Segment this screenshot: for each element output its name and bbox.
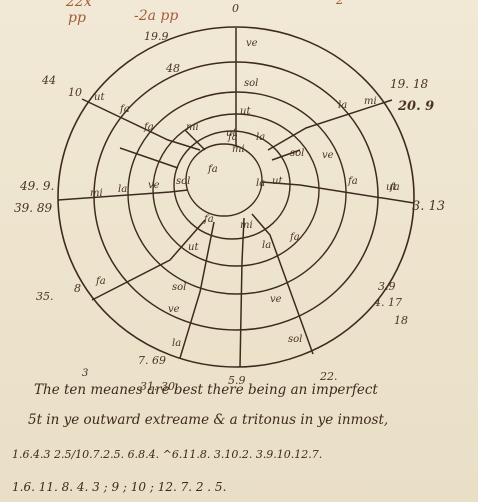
number: 7. 69 [138,354,166,367]
syllable: fa [289,232,300,243]
text-line-1-body: The ten meanes are best there being an i… [34,382,378,398]
syllable: ut [188,242,199,253]
syllable: fa [347,176,358,187]
number: 4. 17 [373,296,402,309]
syllable: fa [389,182,400,193]
syllable: sol [172,282,186,293]
header-number: 0 [232,2,239,15]
syllable: ut [272,176,283,187]
syllable: la [338,100,347,111]
syllable: fa [143,122,154,133]
syllable: ut [94,92,105,103]
number: 44 [41,74,56,87]
syllable: la [262,240,271,251]
number: 22. [319,370,338,383]
syllable: fa [95,276,106,287]
syllable: la [118,184,127,195]
syllable: fa [203,214,214,225]
syllable: fa [207,164,218,175]
number: 19.9 [144,30,169,43]
text-line-1: The ten meanes are best there being an i… [34,382,378,398]
number: 3. 13 [412,199,445,214]
text-line-1-superscript: 3 [82,368,89,379]
syllable: la [172,338,181,349]
ring-outer [57,26,415,368]
syllable: ve [246,38,258,49]
syllable: mi [186,122,199,133]
text-line-3: 1.6.4.3 2.5/10.7.2.5. 6.8.4. ^6.11.8. 3.… [12,448,323,461]
number: 19. 18 [390,77,429,91]
syllable: sol [176,176,190,187]
syllable: sol [288,334,302,345]
number: 5.9 [228,374,246,387]
number: 31. 30. [140,380,178,393]
syllable: ve [270,294,282,305]
syllable: mi [232,144,245,155]
header-fragment-3: pp [68,10,86,26]
syllable: sol [290,148,304,159]
number: 20. 9 [397,99,434,114]
syllable: mi [240,220,253,231]
syllable: ut [386,182,397,193]
syllable: la [256,178,265,189]
syllable: fa [119,104,130,115]
text-line-2: 5t in ye outward extreame & a tritonus i… [28,412,389,428]
syllable: mi [90,188,103,199]
number: 49. 9. [19,179,54,193]
syllable: ve [322,150,334,161]
syllable: ut [226,128,237,139]
syllable: ve [168,304,180,315]
ring-core [185,143,263,217]
number: 39. 89 [14,201,53,215]
text-line-4: 1.6. 11. 8. 4. 3 ; 9 ; 10 ; 12. 7. 2 . 5… [12,480,227,494]
syllable: la [256,132,265,143]
syllable: fa [227,132,238,143]
syllable: ve [148,180,160,191]
syllable-labels: ve sol ut fa mi la ut fa fa mi la mi ve … [90,38,400,349]
number-labels: 19.9 48 44 10 19. 18 20. 9 49. 9. 39. 89… [14,30,445,393]
syllable: mi [364,96,377,107]
header-fragment-2: -2a pp [134,8,178,24]
number: 18 [394,314,408,327]
header-fragment-4: 2 [335,0,344,7]
header-fragment-1: 22x [65,0,92,10]
ring-5 [173,130,291,240]
radial-strokes [57,28,415,368]
number: 48 [165,62,180,75]
number: 10 [68,86,82,99]
number: 8 [74,282,81,295]
syllable: sol [244,78,258,89]
syllable: ut [240,106,251,117]
number: 35. [36,290,54,303]
number: 3.9 [378,280,396,293]
